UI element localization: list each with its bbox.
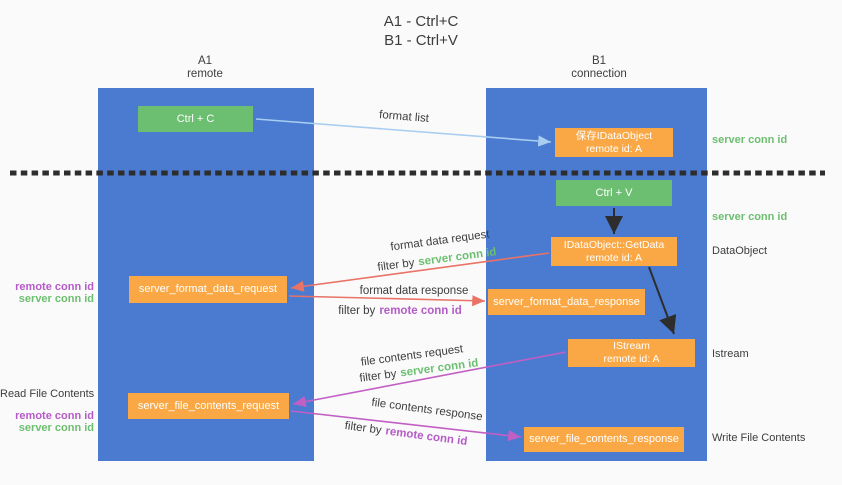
arrow-format-list [255,118,552,147]
title-line-b1: B1 - Ctrl+V [384,32,458,49]
column-header-a1: A1 remote [187,55,223,81]
write-file-contents-label: Write File Contents [712,432,806,444]
arrow-file-contents-response [290,410,522,442]
arrow-format-data-response [288,295,486,307]
server-conn-id-label-file-left: server conn id [18,422,94,434]
a1-role: remote [187,68,223,80]
istream-side-label: Istream [712,348,749,360]
istream-title: IStream [613,340,650,352]
save-idataobject-title: 保存IDataObject [575,129,653,142]
server-file-contents-response-label: server_file_contents_response [529,433,679,445]
b1-role: connection [571,68,627,80]
server-conn-id-label-top-right: server conn id [712,134,788,146]
server-conn-id-label-format-left: server conn id [18,293,94,305]
read-file-contents-label: Read File Contents [0,388,95,400]
server-file-contents-request-box: server_file_contents_request [128,393,289,419]
server-format-data-request-label: server_format_data_request [138,283,278,295]
save-idataobject-remote-id: remote id: A [585,142,643,155]
remote-conn-id-label-file-left: remote conn id [15,410,94,422]
ctrl-v-label: Ctrl + V [595,186,633,199]
istream-box: IStream remote id: A [568,339,695,367]
column-header-b1: B1 connection [571,55,627,81]
arrow-format-data-request [290,252,550,292]
server-format-data-request-box: server_format_data_request [129,276,287,303]
filter-by-text: filter by [338,305,376,317]
server-file-contents-response-box: server_file_contents_response [524,427,684,452]
getdata-box: IDataObject::GetData remote id: A [551,237,677,266]
arrow-file-contents-request [292,351,567,408]
title-line-a1: A1 - Ctrl+C [383,13,459,30]
server-format-data-response-label: server_format_data_response [493,295,640,308]
istream-remote-id: remote id: A [603,353,660,365]
getdata-remote-id: remote id: A [585,251,643,264]
b1-name: B1 [591,55,607,67]
a1-name: A1 [197,55,213,67]
server-conn-id-label-mid-right: server conn id [712,211,788,223]
dataobject-label: DataObject [712,245,768,257]
server-file-contents-request-label: server_file_contents_request [137,399,280,412]
server-format-data-response-box: server_format_data_response [488,289,645,315]
ctrl-c-label: Ctrl + C [176,112,215,125]
format-data-response-annotation: format data response [359,285,469,297]
ctrl-v-box: Ctrl + V [556,180,672,206]
diagram-title: A1 - Ctrl+C B1 - Ctrl+V [384,12,459,50]
getdata-title: IDataObject::GetData [563,238,665,251]
remote-conn-id-keyword: remote conn id [379,305,462,317]
arrow-getdata-to-istream [648,266,677,335]
save-idataobject-box: 保存IDataObject remote id: A [555,128,673,157]
ctrl-c-box: Ctrl + C [138,106,253,132]
remote-conn-id-label-format-left: remote conn id [15,281,94,293]
